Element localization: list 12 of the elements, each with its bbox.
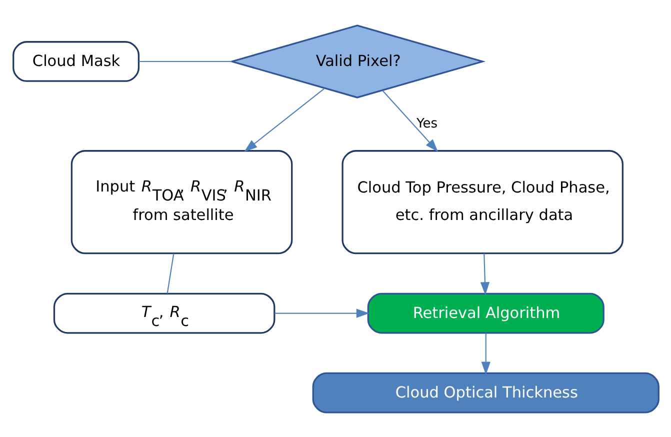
node-box: Cloud Mask xyxy=(12,40,140,82)
arrow xyxy=(382,90,438,152)
connector xyxy=(138,60,232,62)
arrow xyxy=(480,253,490,295)
node-box: Cloud Top Pressure, Cloud Phase, etc. from ancillary data xyxy=(341,150,623,254)
node-box: Retrieval Algorithm xyxy=(366,292,604,334)
node-box: Cloud Optical Thickness xyxy=(312,372,659,413)
connector xyxy=(166,252,174,294)
arrow xyxy=(274,308,369,318)
arrow xyxy=(244,87,324,152)
arrow xyxy=(480,332,490,374)
edge-label: Yes xyxy=(416,116,438,132)
